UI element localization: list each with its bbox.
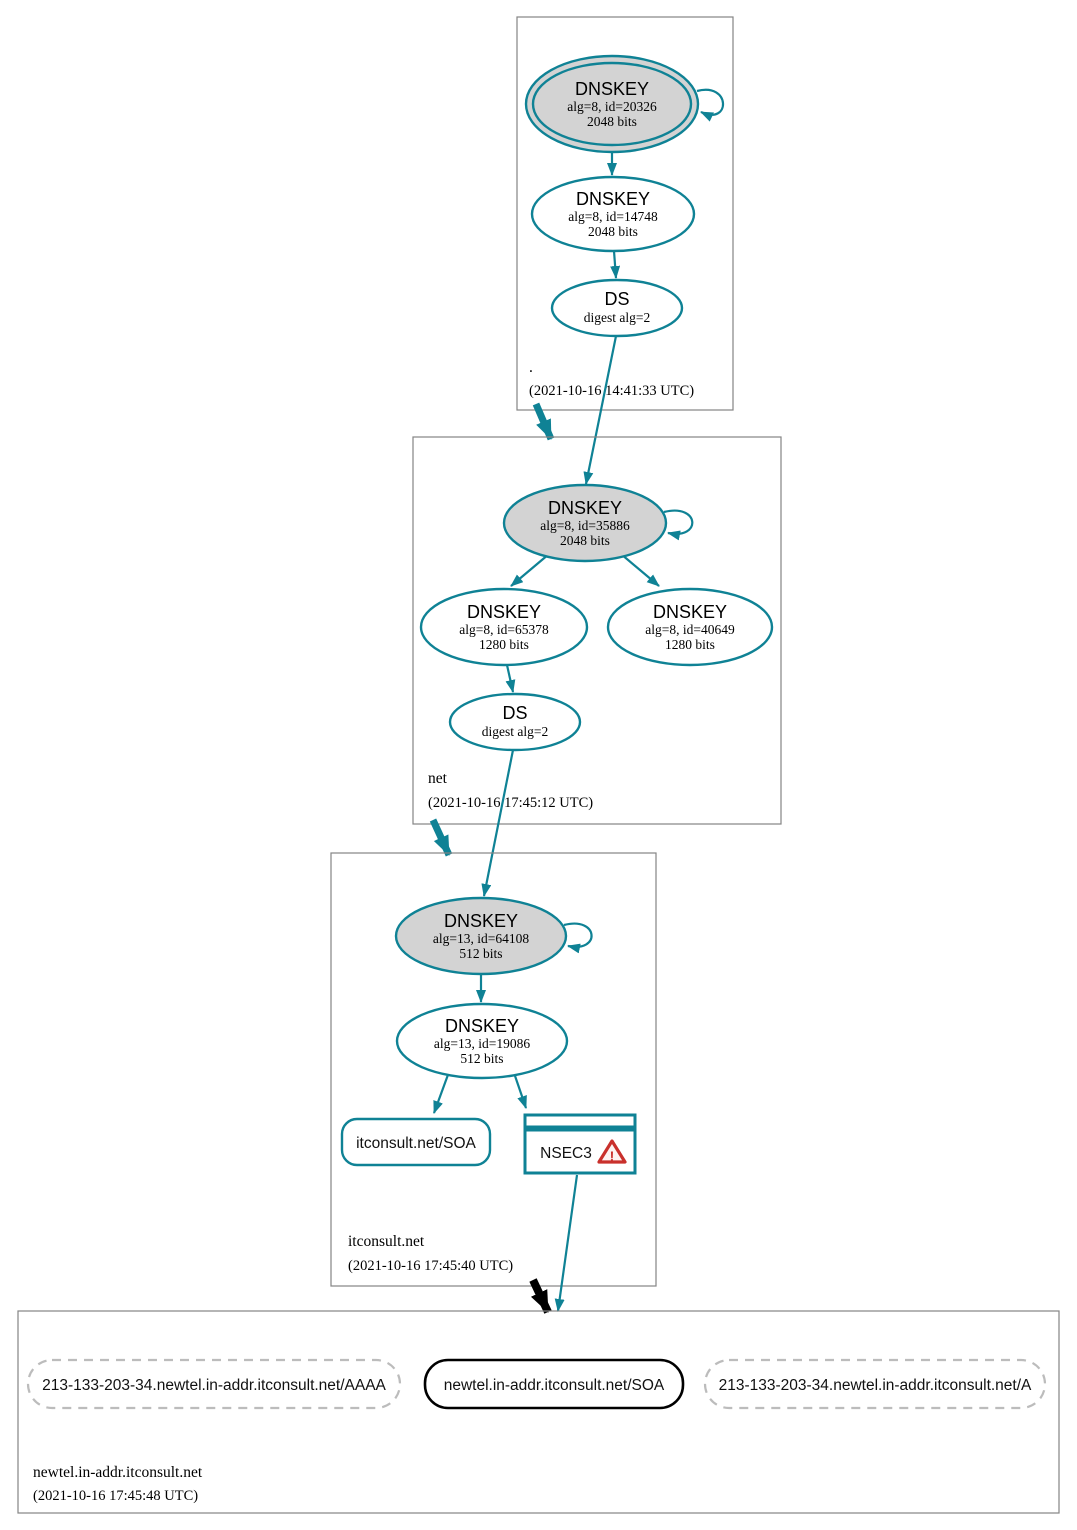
edge-delegation-root-to-net bbox=[532, 402, 555, 441]
zone-timestamp-root: (2021-10-16 14:41:33 UTC) bbox=[529, 383, 694, 399]
itconsult-ksk-ellipse[interactable] bbox=[394, 896, 568, 976]
root-zsk-detail-1: alg=8, id=14748 bbox=[568, 209, 658, 224]
net-zsk2-title: DNSKEY bbox=[653, 602, 727, 622]
root-ksk-detail-1: alg=8, id=20326 bbox=[567, 99, 657, 114]
node-root-ds[interactable]: DS digest alg=2 bbox=[550, 278, 684, 338]
itconsult-soa-rect[interactable] bbox=[340, 1117, 492, 1167]
net-ds-detail-1: digest alg=2 bbox=[482, 724, 548, 739]
root-ksk-detail-2: 2048 bits bbox=[587, 114, 637, 129]
net-zsk1-detail-1: alg=8, id=65378 bbox=[459, 622, 549, 637]
zone-box-newtel bbox=[17, 1310, 1060, 1514]
itconsult-ksk-detail-1: alg=13, id=64108 bbox=[433, 931, 529, 946]
itconsult-ksk-detail-2: 512 bits bbox=[459, 946, 502, 961]
net-ksk-title: DNSKEY bbox=[548, 498, 622, 518]
edge-root-zsk-to-ds bbox=[610, 250, 621, 279]
zone-box-itconsult bbox=[330, 852, 657, 1287]
edge-itconsult-ksk-self-sign bbox=[563, 922, 593, 954]
nsec3-label: NSEC3 bbox=[540, 1145, 592, 1162]
root-zsk-title: DNSKEY bbox=[576, 189, 650, 209]
net-zsk2-detail-1: alg=8, id=40649 bbox=[645, 622, 735, 637]
net-zsk2-ellipse[interactable] bbox=[606, 587, 774, 667]
itconsult-zsk-detail-1: alg=13, id=19086 bbox=[434, 1036, 530, 1051]
edge-delegation-itconsult-to-newtel-insecure bbox=[529, 1278, 552, 1314]
itconsult-soa-label: itconsult.net/SOA bbox=[356, 1135, 476, 1152]
node-itconsult-nsec3[interactable]: NSEC3 ! bbox=[523, 1113, 637, 1175]
node-net-ksk-dnskey-35886[interactable]: DNSKEY alg=8, id=35886 2048 bits bbox=[502, 483, 668, 563]
root-ksk-outer-ellipse[interactable] bbox=[524, 54, 700, 154]
newtel-a-label: 213-133-203-34.newtel.in-addr.itconsult.… bbox=[719, 1377, 1032, 1394]
edge-net-ksk-self-sign bbox=[663, 509, 694, 541]
node-newtel-a-rrset[interactable]: 213-133-203-34.newtel.in-addr.itconsult.… bbox=[703, 1358, 1047, 1410]
node-net-zsk-dnskey-65378[interactable]: DNSKEY alg=8, id=65378 1280 bits bbox=[419, 587, 589, 667]
edge-root-ksk-self-sign bbox=[696, 88, 725, 122]
nsec3-top-strip bbox=[523, 1113, 637, 1129]
net-zsk1-title: DNSKEY bbox=[467, 602, 541, 622]
edge-delegation-net-to-itconsult bbox=[429, 818, 453, 857]
node-newtel-aaaa-rrset[interactable]: 213-133-203-34.newtel.in-addr.itconsult.… bbox=[26, 1358, 402, 1410]
zone-timestamp-newtel: (2021-10-16 17:45:48 UTC) bbox=[33, 1488, 198, 1504]
newtel-soa-label: newtel.in-addr.itconsult.net/SOA bbox=[444, 1377, 665, 1394]
root-ds-ellipse[interactable] bbox=[550, 278, 684, 338]
root-ksk-inner-ellipse bbox=[531, 61, 693, 147]
root-ksk-title: DNSKEY bbox=[575, 79, 649, 99]
edge-nsec3-to-newtel bbox=[554, 1174, 579, 1312]
net-zsk1-detail-2: 1280 bits bbox=[479, 637, 529, 652]
warning-icon[interactable]: ! bbox=[597, 1139, 627, 1164]
newtel-soa-rect[interactable] bbox=[423, 1358, 685, 1410]
node-net-ds[interactable]: DS digest alg=2 bbox=[448, 692, 582, 752]
node-root-zsk-dnskey-14748[interactable]: DNSKEY alg=8, id=14748 2048 bits bbox=[530, 175, 696, 253]
itconsult-zsk-ellipse[interactable] bbox=[395, 1002, 569, 1080]
warning-exclamation: ! bbox=[610, 1148, 615, 1164]
node-net-zsk-dnskey-40649[interactable]: DNSKEY alg=8, id=40649 1280 bits bbox=[606, 587, 774, 667]
node-newtel-soa-rrset[interactable]: newtel.in-addr.itconsult.net/SOA bbox=[423, 1358, 685, 1410]
net-zsk1-ellipse[interactable] bbox=[419, 587, 589, 667]
net-ksk-detail-2: 2048 bits bbox=[560, 533, 610, 548]
edge-net-zsk1-to-ds bbox=[505, 664, 516, 693]
itconsult-ksk-title: DNSKEY bbox=[444, 911, 518, 931]
edge-root-ds-to-net-ksk bbox=[583, 335, 618, 485]
root-ds-detail-1: digest alg=2 bbox=[584, 310, 650, 325]
zone-label-itconsult: itconsult.net bbox=[348, 1233, 425, 1250]
itconsult-zsk-detail-2: 512 bits bbox=[460, 1051, 503, 1066]
net-ds-title: DS bbox=[502, 703, 527, 723]
node-itconsult-soa-rrset[interactable]: itconsult.net/SOA bbox=[340, 1117, 492, 1167]
zone-timestamp-itconsult: (2021-10-16 17:45:40 UTC) bbox=[348, 1258, 513, 1274]
zone-box-root bbox=[516, 16, 734, 411]
edge-net-ksk-to-zsk1 bbox=[510, 553, 550, 587]
newtel-a-rect[interactable] bbox=[703, 1358, 1047, 1410]
net-ds-ellipse[interactable] bbox=[448, 692, 582, 752]
root-zsk-ellipse[interactable] bbox=[530, 175, 696, 253]
edge-itconsult-zsk-to-soa bbox=[432, 1071, 451, 1114]
edge-net-ksk-to-zsk2 bbox=[620, 553, 660, 587]
edge-net-ds-to-itconsult-ksk bbox=[481, 749, 515, 897]
net-zsk2-detail-2: 1280 bits bbox=[665, 637, 715, 652]
net-ksk-detail-1: alg=8, id=35886 bbox=[540, 518, 630, 533]
net-ksk-ellipse[interactable] bbox=[502, 483, 668, 563]
newtel-aaaa-label: 213-133-203-34.newtel.in-addr.itconsult.… bbox=[42, 1377, 386, 1394]
zone-box-net bbox=[412, 436, 782, 825]
zone-timestamp-net: (2021-10-16 17:45:12 UTC) bbox=[428, 795, 593, 811]
itconsult-zsk-title: DNSKEY bbox=[445, 1016, 519, 1036]
root-ds-title: DS bbox=[604, 289, 629, 309]
newtel-aaaa-rect[interactable] bbox=[26, 1358, 402, 1410]
node-root-ksk-dnskey-20326[interactable]: DNSKEY alg=8, id=20326 2048 bits bbox=[524, 54, 700, 154]
zone-label-net: net bbox=[428, 770, 448, 787]
warning-triangle bbox=[597, 1139, 627, 1164]
root-zsk-detail-2: 2048 bits bbox=[588, 224, 638, 239]
zone-label-root: . bbox=[529, 359, 533, 376]
node-itconsult-ksk-dnskey-64108[interactable]: DNSKEY alg=13, id=64108 512 bits bbox=[394, 896, 568, 976]
node-itconsult-zsk-dnskey-19086[interactable]: DNSKEY alg=13, id=19086 512 bits bbox=[395, 1002, 569, 1080]
zone-label-newtel: newtel.in-addr.itconsult.net bbox=[33, 1464, 203, 1481]
